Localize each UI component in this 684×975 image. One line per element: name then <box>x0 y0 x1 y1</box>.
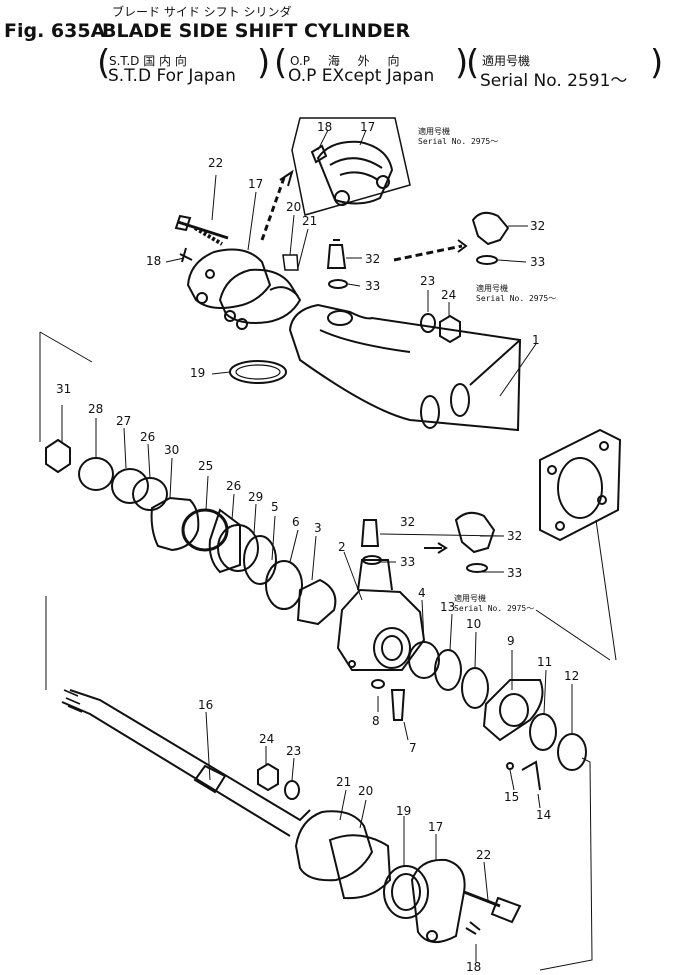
callout-8: 8 <box>372 714 380 728</box>
note-middle-jp: 適用号機 <box>454 594 486 603</box>
callout-26-b: 26 <box>226 479 242 493</box>
callout-21-lower: 21 <box>336 775 352 789</box>
callout-22-lower: 22 <box>476 848 492 862</box>
callout-4: 4 <box>418 586 426 600</box>
callout-20-upper: 20 <box>286 200 302 214</box>
callout-17-lower: 17 <box>428 820 444 834</box>
callout-25: 25 <box>198 459 214 473</box>
nut-24-top <box>439 314 461 344</box>
serial-en-label: Serial No. 2591～ <box>480 71 628 91</box>
callout-18-upper: 18 <box>146 254 162 268</box>
paren-open-2: ( <box>274 43 288 83</box>
callout-9: 9 <box>507 634 515 648</box>
callout-17-upper: 17 <box>248 177 264 191</box>
std-en-label: S.T.D For Japan <box>108 66 236 86</box>
callout-21-upper: 21 <box>302 214 318 228</box>
callout-3: 3 <box>314 521 322 535</box>
cylinder-head <box>336 559 426 721</box>
paren-close-1: ) <box>257 43 271 83</box>
gland-9 <box>482 679 544 791</box>
callout-28: 28 <box>88 402 104 416</box>
callout-30: 30 <box>164 443 180 457</box>
upper-clamp-assembly <box>174 169 302 330</box>
callout-32-middle-right: 32 <box>507 529 523 543</box>
callout-2: 2 <box>338 540 346 554</box>
piston-rod <box>61 689 311 837</box>
callout-10: 10 <box>466 617 482 631</box>
note-right-en: Serial No. 2975～ <box>476 294 557 303</box>
callout-27: 27 <box>116 414 132 428</box>
callout-18-lower: 18 <box>466 960 482 974</box>
callout-1: 1 <box>532 333 540 347</box>
callout-6: 6 <box>292 515 300 529</box>
fitting-32-33-middle <box>360 511 496 573</box>
leader-lines <box>39 129 617 971</box>
callout-33-upper: 33 <box>365 279 381 293</box>
callout-26-a: 26 <box>140 430 156 444</box>
callout-12: 12 <box>564 669 580 683</box>
callout-18-inset: 18 <box>317 120 333 134</box>
callout-13: 13 <box>440 600 456 614</box>
washer-23-lower <box>284 780 300 800</box>
o-ring-19-top <box>229 360 287 384</box>
note-top-en: Serial No. 2975～ <box>418 137 499 146</box>
callout-14: 14 <box>536 808 552 822</box>
note-right-jp: 適用号機 <box>476 284 508 293</box>
seal-stack <box>45 438 337 626</box>
note-middle-en: Serial No. 2975～ <box>454 604 535 613</box>
callout-24-lower: 24 <box>259 732 275 746</box>
callout-20-lower: 20 <box>358 784 374 798</box>
callout-19-upper: 19 <box>190 366 206 380</box>
jp-title: ブレード サイド シフト シリンダ <box>112 5 292 19</box>
callout-32-upper: 32 <box>365 252 381 266</box>
callout-32-right: 32 <box>530 219 546 233</box>
callout-23-upper: 23 <box>420 274 436 288</box>
ring-13 <box>434 649 462 691</box>
ring-12 <box>557 733 587 771</box>
callout-22-upper: 22 <box>208 156 224 170</box>
callout-5: 5 <box>271 500 279 514</box>
callout-33-right: 33 <box>530 255 546 269</box>
figure-label: Fig. 635A <box>4 20 106 42</box>
callout-15: 15 <box>504 790 520 804</box>
callout-33-middle: 33 <box>400 555 416 569</box>
paren-close-2: ) <box>455 43 469 83</box>
callout-24-upper: 24 <box>441 288 457 302</box>
callout-33-middle-right: 33 <box>507 566 523 580</box>
std-jp-label: S.T.D 国 内 向 <box>109 54 187 68</box>
diagram-title: BLADE SIDE SHIFT CYLINDER <box>102 20 411 42</box>
op-en-label: O.P EXcept Japan <box>288 66 435 86</box>
paren-close-3: ) <box>650 43 664 83</box>
detail-inset-clamp <box>291 117 411 216</box>
callout-32-middle: 32 <box>400 515 416 529</box>
washer-23-top <box>420 313 436 333</box>
callout-31: 31 <box>56 382 72 396</box>
note-top-jp: 適用号機 <box>418 127 450 136</box>
cylinder-barrel <box>288 303 622 542</box>
callout-17-inset: 17 <box>360 120 376 134</box>
ring-11 <box>529 713 557 751</box>
callout-11: 11 <box>537 655 553 669</box>
callout-23-lower: 23 <box>286 744 302 758</box>
callout-16: 16 <box>198 698 214 712</box>
lower-clamp-assembly <box>294 810 522 943</box>
callout-7: 7 <box>409 741 417 755</box>
serial-jp-label: 適用号機 <box>482 54 531 68</box>
fitting-32-33-top <box>326 211 510 289</box>
callout-19-lower: 19 <box>396 804 412 818</box>
ring-10 <box>461 667 489 709</box>
nut-24-lower <box>257 762 279 792</box>
paren-open-1: ( <box>97 43 111 83</box>
callout-29: 29 <box>248 490 264 504</box>
op-jp-label: O.P 海 外 向 <box>290 54 400 68</box>
paren-open-3: ( <box>466 43 480 83</box>
